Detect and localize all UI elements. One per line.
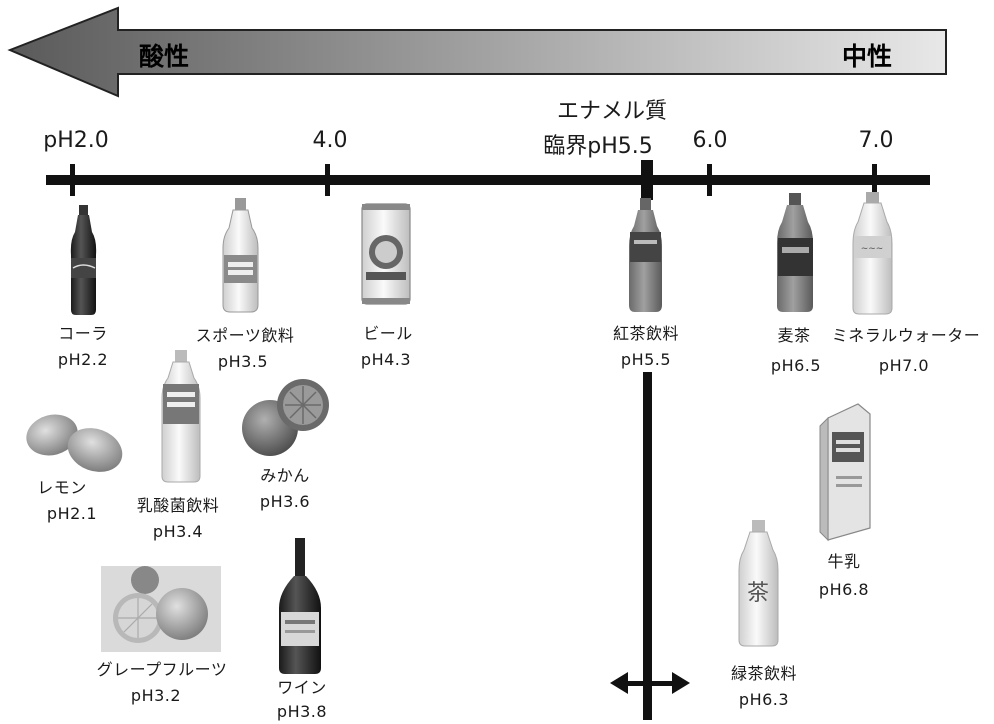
item-ph-lemon: pH2.1: [46, 504, 98, 523]
wine-bottle-icon: [279, 538, 321, 674]
sports-drink-bottle-icon: [222, 198, 259, 313]
svg-text:~~~: ~~~: [861, 244, 884, 254]
tick-mark-7: [872, 164, 877, 196]
item-name-lactic-drink: 乳酸菌飲料: [136, 496, 220, 515]
item-name-grapefruit: グレープフルーツ: [96, 660, 228, 679]
item-name-black-tea: 紅茶飲料: [612, 324, 680, 343]
item-ph-grapefruit: pH3.2: [130, 686, 182, 705]
item-name-cola: コーラ: [58, 324, 108, 343]
item-name-mineral-water: ミネラルウォーター: [831, 326, 981, 345]
item-name-lemon: レモン: [37, 478, 87, 497]
item-name-green-tea: 緑茶飲料: [730, 664, 798, 683]
item-ph-barley-tea: pH6.5: [770, 356, 822, 375]
critical-ph-line: [610, 160, 690, 720]
lactic-drink-bottle-icon: [161, 350, 201, 483]
ph-axis-line: [46, 175, 930, 185]
enamel-label: エナメル質: [556, 99, 668, 124]
tea-bottle-icon: [629, 198, 662, 312]
tick-label-6: 6.0: [692, 128, 728, 153]
item-ph-green-tea: pH6.3: [738, 690, 790, 709]
item-name-barley-tea: 麦茶: [777, 326, 811, 345]
acidic-label: 酸性: [139, 42, 190, 71]
item-ph-sports-drink: pH3.5: [217, 352, 269, 371]
mandarin-icon: [242, 379, 329, 456]
lemon-icon: [26, 414, 123, 472]
tick-mark-2: [70, 164, 75, 196]
barley-tea-bottle-icon: [777, 193, 813, 312]
item-ph-mineral-water: pH7.0: [878, 356, 930, 375]
item-ph-lactic-drink: pH3.4: [152, 522, 204, 541]
item-ph-milk: pH6.8: [818, 580, 870, 599]
item-name-mandarin: みかん: [260, 466, 310, 485]
beer-can-icon: [361, 203, 411, 305]
item-ph-mandarin: pH3.6: [259, 492, 311, 511]
item-ph-beer: pH4.3: [360, 350, 412, 369]
critical-ph-label: 臨界pH5.5: [543, 134, 653, 159]
item-ph-cola: pH2.2: [57, 350, 109, 369]
grapefruit-icon: [101, 566, 221, 652]
green-tea-bottle-icon: 茶: [738, 520, 779, 647]
svg-text:茶: 茶: [747, 581, 769, 606]
tick-mark-6: [707, 164, 712, 196]
tick-label-2: pH2.0: [43, 128, 109, 153]
item-name-milk: 牛乳: [827, 552, 861, 571]
milk-carton-icon: [819, 403, 871, 542]
tick-label-7: 7.0: [858, 128, 894, 153]
item-name-wine: ワイン: [277, 678, 327, 697]
item-ph-black-tea: pH5.5: [620, 350, 672, 369]
acidity-direction-arrow: [7, 6, 947, 98]
tick-mark-4: [325, 164, 330, 196]
item-name-beer: ビール: [363, 324, 413, 343]
tick-label-4: 4.0: [312, 128, 348, 153]
item-name-sports-drink: スポーツ飲料: [195, 326, 295, 345]
neutral-label: 中性: [842, 42, 893, 71]
item-ph-wine: pH3.8: [276, 702, 328, 721]
water-bottle-icon: ~~~: [852, 192, 893, 315]
cola-bottle-icon: [70, 205, 97, 315]
